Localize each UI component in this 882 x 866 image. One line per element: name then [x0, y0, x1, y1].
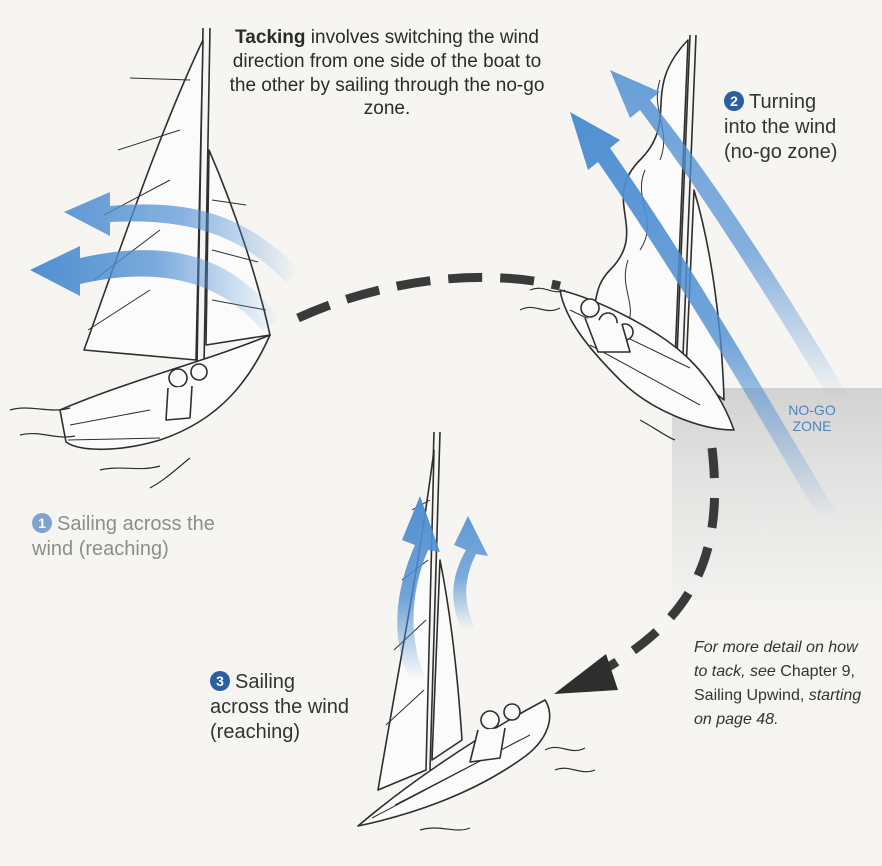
no-go-zone-label: NO-GO ZONE	[772, 402, 852, 434]
intro-description: involves switching the wind direction fr…	[229, 27, 545, 120]
note-chapter-reference: Chapter 9, Sailing Upwind,	[694, 663, 855, 704]
wind-arrows-boat-3	[397, 496, 488, 680]
step-1-line-1: Sailing across the	[57, 513, 215, 535]
note-italic-1: For more detail on how to tack, see	[694, 639, 858, 680]
step-3-line-1: Sailing	[235, 671, 296, 693]
no-go-zone-line-2: ZONE	[792, 418, 832, 435]
cross-reference-note: For more detail on how to tack, see Chap…	[694, 636, 864, 732]
wind-arrows-boat-2	[570, 70, 846, 520]
step-2-line-1: Turning	[749, 91, 817, 113]
step-2-number-badge: 2	[724, 91, 744, 111]
note-italic-2: starting on page 48.	[694, 687, 862, 728]
step-2-line-3: (no-go zone)	[724, 141, 838, 163]
path-arrowhead	[554, 654, 618, 694]
step-3-line-2: across the wind	[210, 696, 349, 718]
intro-text: Tacking involves switching the wind dire…	[222, 26, 552, 121]
no-go-zone-region	[672, 388, 882, 600]
step-1-line-2: wind (reaching)	[32, 538, 169, 560]
intro-term: Tacking	[235, 27, 306, 48]
step-3-number-badge: 3	[210, 671, 230, 691]
no-go-zone-line-1: NO-GO	[788, 402, 836, 418]
boat-3-illustration	[357, 431, 596, 831]
step-2-line-2: into the wind	[724, 116, 837, 138]
tacking-path	[296, 272, 720, 694]
wind-arrows-boat-1	[30, 192, 300, 330]
step-3-line-3: (reaching)	[210, 721, 301, 743]
step-1-number-badge: 1	[32, 513, 52, 533]
